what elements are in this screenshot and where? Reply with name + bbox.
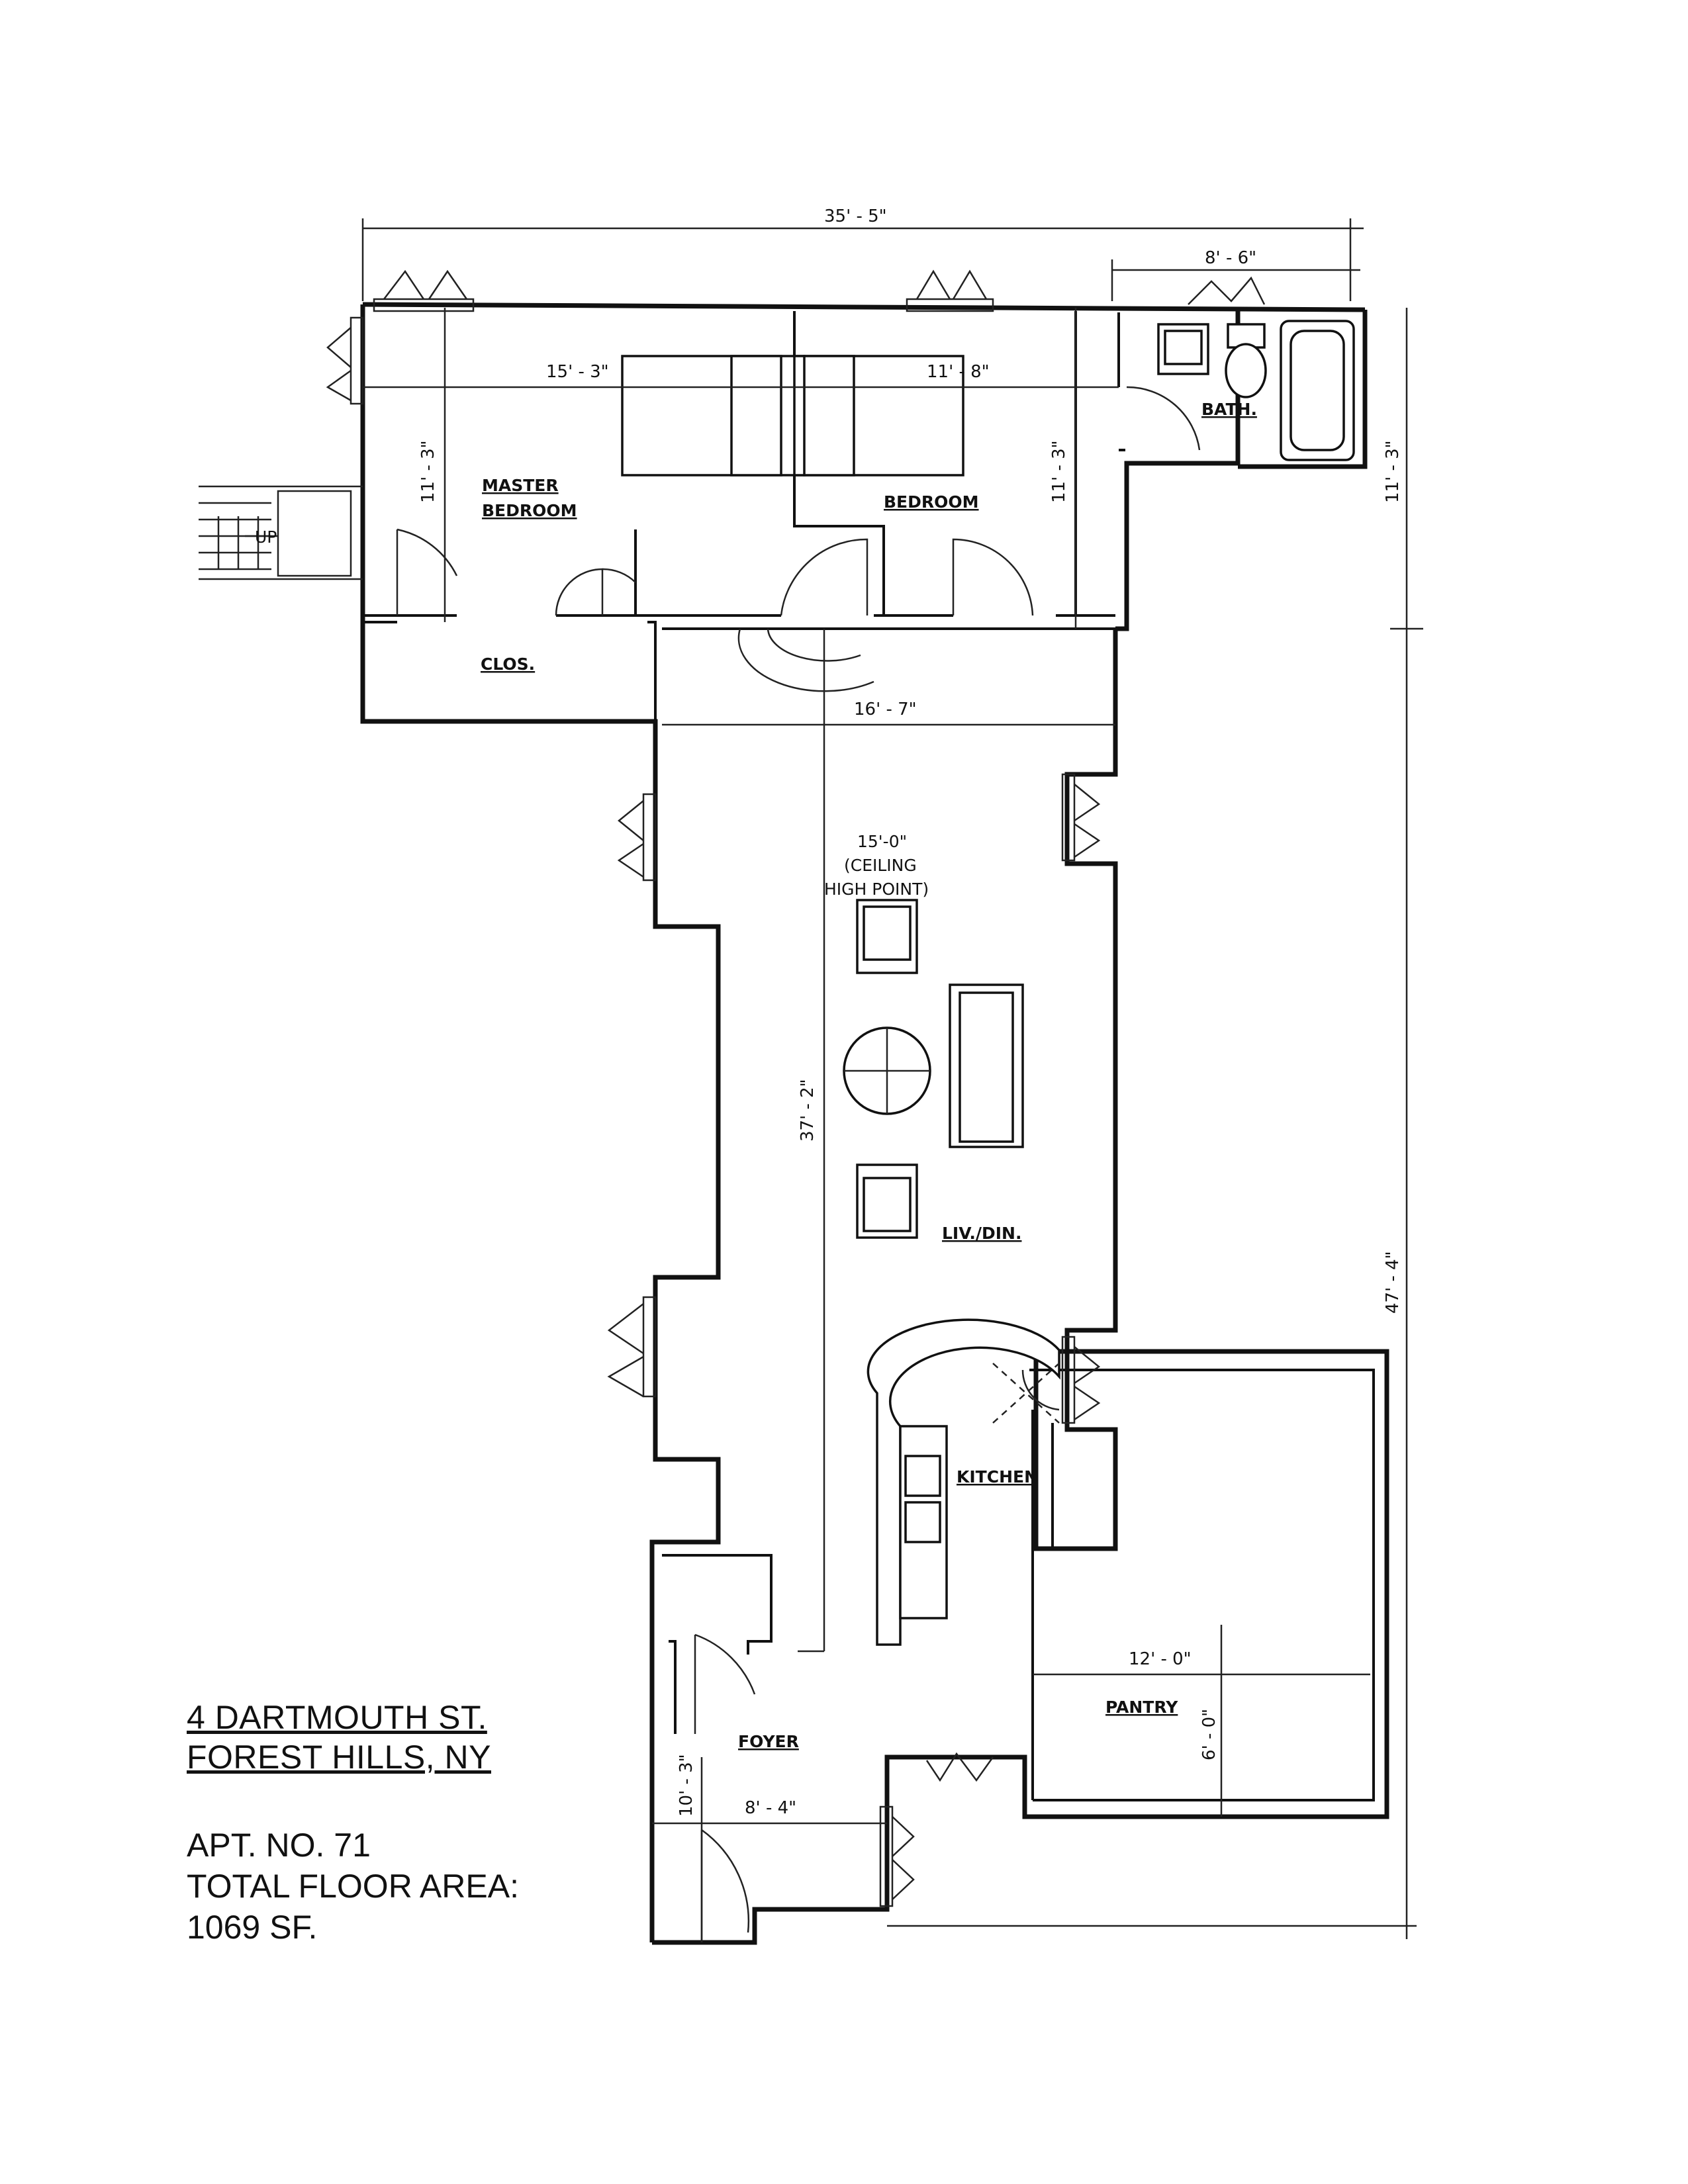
label-kitchen: KITCHEN <box>957 1467 1038 1486</box>
label-bedroom: BEDROOM <box>884 492 979 512</box>
dim-right-depth: 11' - 3" <box>1383 440 1403 503</box>
furniture <box>621 320 1355 1646</box>
address-line2: FOREST HILLS, NY <box>187 1739 491 1776</box>
address-line1: 4 DARTMOUTH ST. <box>187 1699 487 1736</box>
room-labels: MASTER BEDROOM BEDROOM BATH. CLOS. LIV./… <box>481 400 1257 1751</box>
dim-bedroom-depth: 11' - 3" <box>1049 440 1069 503</box>
kitchen-counter <box>867 1318 1060 1646</box>
floor-area-value: 1069 SF. <box>187 1909 318 1946</box>
label-pantry: PANTRY <box>1105 1698 1178 1717</box>
interior-walls <box>363 311 1375 1801</box>
dim-living-length: 37' - 2" <box>798 1079 818 1142</box>
stair-up-label: UP <box>255 527 277 547</box>
windows <box>326 269 1266 1907</box>
dim-pantry-depth: 6' - 0" <box>1199 1709 1219 1760</box>
ceiling-note: 15'-0" (CEILING HIGH POINT) <box>824 832 929 899</box>
title-block: 4 DARTMOUTH ST. FOREST HILLS, NY APT. NO… <box>187 1698 519 1948</box>
dim-overall-width: 35' - 5" <box>824 206 887 226</box>
dim-bath-width: 8' - 6" <box>1205 248 1256 268</box>
dim-bedroom-width: 11' - 8" <box>927 362 990 382</box>
label-master-line2: BEDROOM <box>482 501 577 520</box>
dim-master-width: 15' - 3" <box>546 362 609 382</box>
ceiling-note-line3: HIGH POINT) <box>824 880 929 899</box>
ceiling-note-line2: (CEILING <box>844 856 917 875</box>
kitchen-sink <box>904 1455 941 1497</box>
label-foyer: FOYER <box>738 1732 799 1751</box>
label-closet: CLOS. <box>481 655 535 674</box>
label-living-dining: LIV./DIN. <box>942 1224 1021 1243</box>
ceiling-note-line1: 15'-0" <box>857 832 907 851</box>
label-bath: BATH. <box>1201 400 1257 419</box>
stair: UP <box>199 485 363 580</box>
dim-master-depth: 11' - 3" <box>418 440 438 503</box>
floor-area-label: TOTAL FLOOR AREA: <box>187 1868 519 1905</box>
dim-pantry-width: 12' - 0" <box>1129 1649 1192 1669</box>
dim-living-width: 16' - 7" <box>854 700 917 719</box>
apartment-number: APT. NO. 71 <box>187 1827 371 1864</box>
exterior-walls <box>360 302 1389 1945</box>
dim-foyer-width: 8' - 4" <box>745 1798 796 1818</box>
dim-overall-length: 47' - 4" <box>1383 1251 1403 1314</box>
label-master-line1: MASTER <box>482 476 559 495</box>
dim-foyer-depth: 10' - 3" <box>677 1754 696 1817</box>
dimension-lines: 35' - 5" 8' - 6" 15' - 3" 11' - 8" 11' -… <box>361 206 1423 1942</box>
